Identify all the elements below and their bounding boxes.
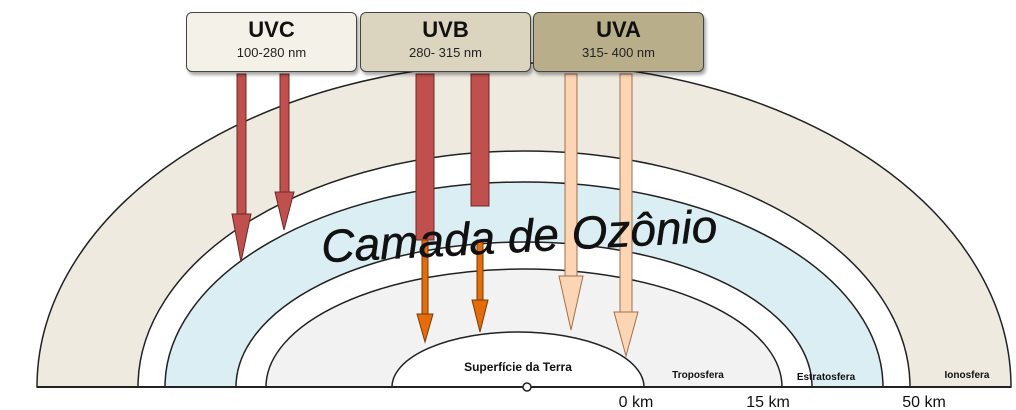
uvc-band-box: UVC 100-280 nm xyxy=(186,12,357,72)
uvb-arrow-1-lower xyxy=(416,239,434,344)
earth-surface-label: Superfície da Terra xyxy=(464,360,572,374)
altitude-15km: 15 km xyxy=(746,394,790,410)
stratosphere-label: Estratosfera xyxy=(797,372,856,383)
troposphere-dome xyxy=(265,268,783,388)
uva-band-range: 315- 400 nm xyxy=(582,45,655,60)
uvb-arrow-2-upper xyxy=(470,73,490,207)
uvc-band-range: 100-280 nm xyxy=(236,45,307,60)
uva-arrow-1 xyxy=(558,73,584,331)
uvc-arrow-1 xyxy=(231,73,252,263)
ground-point xyxy=(522,382,532,392)
uva-arrow-2 xyxy=(613,73,639,358)
altitude-50km: 50 km xyxy=(902,394,946,410)
ionosphere-label: Ionosfera xyxy=(944,370,989,381)
uvb-band-name: UVB xyxy=(422,17,469,42)
uvc-band-name: UVC xyxy=(248,17,295,42)
uvb-band-box: UVB 280- 315 nm xyxy=(360,12,531,72)
earth-surface-dome xyxy=(391,331,645,388)
uvb-band-range: 280- 315 nm xyxy=(409,45,482,60)
uvc-arrow-2 xyxy=(274,73,295,231)
altitude-0km: 0 km xyxy=(619,394,654,410)
uva-band-name: UVA xyxy=(596,17,641,42)
uvb-arrow-2-lower xyxy=(471,239,489,333)
troposphere-label: Troposfera xyxy=(672,370,724,381)
uva-band-box: UVA 315- 400 nm xyxy=(533,12,704,72)
